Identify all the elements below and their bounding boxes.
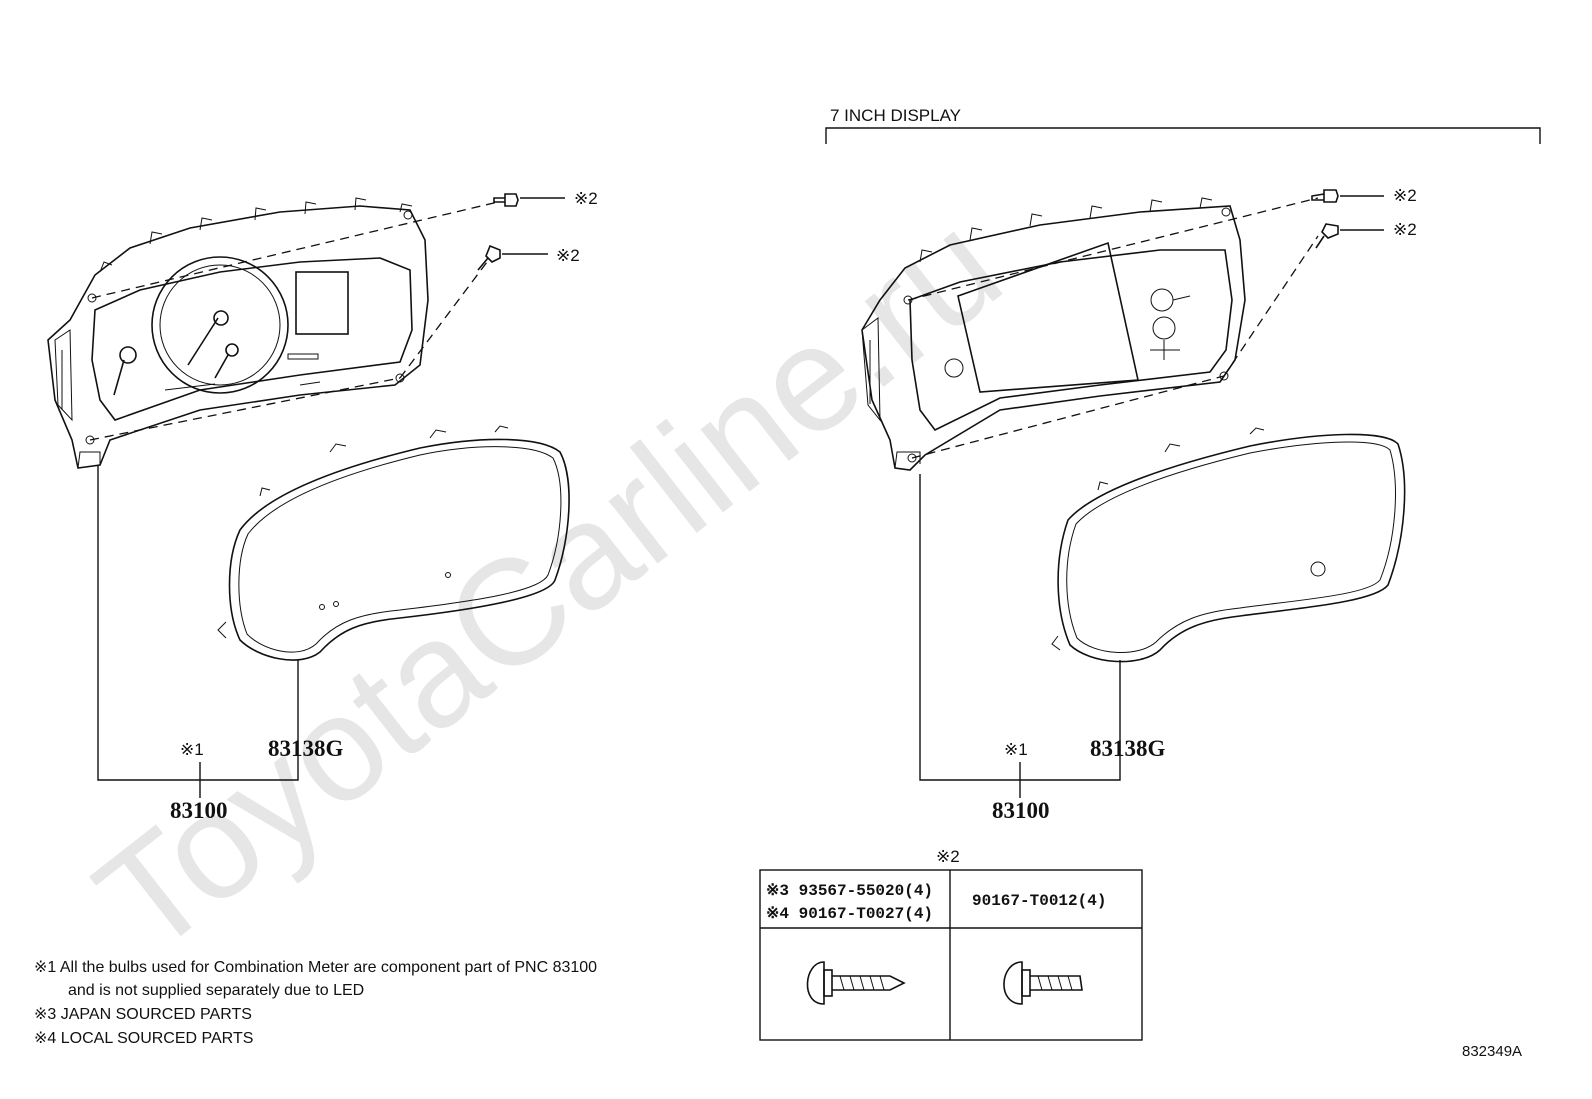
section-bracket — [825, 127, 1541, 144]
note-4: ※4 LOCAL SOURCED PARTS — [34, 1030, 253, 1047]
section-label: 7 INCH DISPLAY — [830, 106, 961, 125]
right-note-ref: ※1 — [1004, 740, 1028, 759]
right-screw-lower — [1315, 223, 1384, 249]
left-screw-lower — [477, 244, 548, 271]
note-1-line-2: and is not supplied separately due to LE… — [68, 982, 364, 999]
callout-right-screw-upper: ※2 — [1393, 186, 1417, 205]
screw-table-right-line1: 90167-T0012(4) — [972, 892, 1106, 910]
right-screw-upper — [1311, 189, 1384, 203]
screw-table — [759, 869, 1143, 1041]
right-lens-part-number: 83138G — [1090, 736, 1166, 761]
watermark: ToyotaCarline.ru — [66, 180, 1030, 985]
callout-left-screw-upper: ※2 — [574, 189, 598, 208]
left-note-ref: ※1 — [180, 740, 204, 759]
callout-right-screw-lower: ※2 — [1393, 220, 1417, 239]
right-meter-housing — [861, 197, 1246, 471]
tapping-screw-illustration — [806, 961, 906, 1005]
callout-left-screw-lower: ※2 — [556, 246, 580, 265]
screw-table-caption: ※2 — [936, 847, 960, 866]
left-screw-upper — [493, 193, 565, 207]
left-meter-housing — [47, 197, 429, 469]
right-meter-part-number: 83100 — [992, 798, 1050, 823]
right-lens-cover — [1051, 427, 1406, 663]
note-1-line-1: ※1 All the bulbs used for Combination Me… — [34, 959, 597, 976]
screw-table-left-line2: ※4 90167-T0027(4) — [766, 905, 933, 923]
figure-id: 832349A — [1462, 1043, 1522, 1060]
left-lens-part-number: 83138G — [268, 736, 344, 761]
screw-table-left-line1: ※3 93567-55020(4) — [766, 882, 933, 900]
note-3: ※3 JAPAN SOURCED PARTS — [34, 1006, 252, 1023]
left-meter-part-number: 83100 — [170, 798, 228, 823]
left-lens-cover — [217, 425, 570, 661]
bolt-screw-illustration — [1003, 961, 1083, 1005]
